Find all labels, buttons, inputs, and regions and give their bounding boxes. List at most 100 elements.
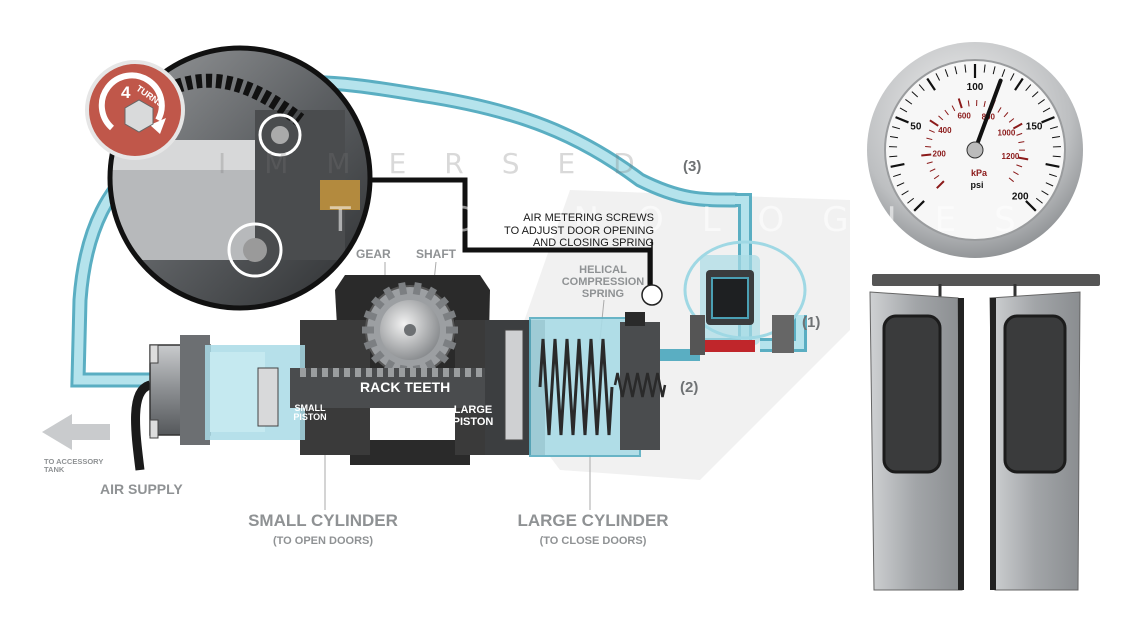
rack-tooth — [322, 368, 328, 377]
gauge-kpa-tick — [944, 109, 949, 116]
gauge-tick — [1052, 155, 1061, 158]
port-1-label: (1) — [802, 314, 821, 331]
rack-tooth — [355, 368, 361, 377]
gauge-tick — [911, 91, 919, 98]
to-accessory-line-1: TO ACCESSORY — [44, 457, 104, 466]
helical-line-2: COMPRESSION — [561, 276, 645, 289]
gauge-kpa-tick — [997, 107, 1002, 113]
hex-nut-icon — [124, 99, 154, 133]
gauge-tick — [935, 73, 941, 81]
gauge-tick — [1037, 99, 1045, 105]
gauge-kpa-tick — [1016, 132, 1023, 136]
to-accessory-label: TO ACCESSORY TANK — [44, 457, 104, 475]
gear-tooth — [424, 286, 438, 301]
rack-tooth — [432, 368, 438, 377]
gear-tooth — [398, 282, 408, 296]
gauge-tick — [899, 107, 908, 113]
gauge-kpa-label: 1200 — [1002, 152, 1020, 161]
gauge-tick — [918, 84, 925, 92]
gauge-tick — [1051, 136, 1061, 139]
rack-tooth — [399, 368, 405, 377]
gear-tooth — [363, 310, 378, 321]
gauge-kpa-unit: kPa — [971, 168, 988, 178]
air-supply-hose — [131, 380, 152, 471]
metering-valve — [641, 240, 807, 355]
gear-tooth — [370, 350, 385, 364]
rack-tooth — [377, 368, 383, 377]
gauge-kpa-tick — [983, 100, 986, 108]
small-cylinder — [149, 335, 305, 445]
large-piston-line-1: LARGE — [453, 404, 493, 416]
gauge-tick — [913, 200, 925, 212]
metering-line-3: AND CLOSING SPRING — [532, 237, 654, 250]
gear-tooth — [412, 282, 422, 296]
rack-teeth-label: RACK TEETH — [360, 379, 451, 395]
rack-tooth — [311, 368, 317, 377]
gauge-tick — [1025, 200, 1037, 212]
gauge-kpa-tick — [967, 100, 970, 107]
gauge-tick — [1049, 173, 1057, 178]
small-cylinder-label: SMALL CYLINDER — [248, 511, 398, 530]
port-2-label: (2) — [680, 379, 699, 396]
metering-line-1: AIR METERING SCREWS — [523, 212, 654, 224]
gauge-kpa-tick — [1018, 141, 1025, 144]
pressure-gauge: 5010015020020040060080010001200kPapsi — [867, 42, 1083, 258]
port-3-label: (3) — [683, 158, 702, 175]
gauge-kpa-tick — [936, 180, 945, 189]
small-piston-line-1: SMALL — [294, 403, 326, 413]
gauge-tick — [983, 64, 986, 73]
rack-tooth — [333, 368, 339, 377]
metering-screws-label: AIR METERING SCREWS TO ADJUST DOOR OPENI… — [498, 212, 654, 250]
gauge-tick — [1001, 69, 1006, 77]
gauge-kpa-tick — [1012, 122, 1023, 130]
rack-tooth — [300, 368, 306, 377]
rack-tooth — [366, 368, 372, 377]
gauge-tick — [1041, 116, 1055, 124]
small-cylinder-sublabel: (TO OPEN DOORS) — [272, 535, 374, 547]
large-piston-label: LARGE PISTON — [445, 404, 501, 428]
rack-tooth — [421, 368, 427, 377]
rack-tooth — [344, 368, 350, 377]
gear-tooth — [370, 296, 385, 310]
to-accessory-line-2: TANK — [44, 465, 65, 475]
rack-tooth — [443, 368, 449, 377]
gauge-kpa-label: 200 — [933, 150, 947, 159]
gauge-kpa-tick — [921, 153, 932, 157]
helical-line-3: SPRING — [581, 288, 625, 301]
gauge-tick — [901, 190, 909, 196]
gauge-psi-label: 200 — [1012, 191, 1029, 202]
gauge-psi-label: 100 — [967, 82, 984, 93]
gauge-tick — [907, 197, 915, 204]
gauge-kpa-tick — [926, 137, 933, 141]
gear-tooth — [442, 310, 457, 321]
gauge-kpa-tick — [951, 105, 956, 112]
gauge-tick — [1031, 91, 1039, 98]
gauge-tick — [889, 155, 898, 158]
gauge-tick — [1042, 107, 1051, 113]
helical-spring-label: HELICAL COMPRESSION SPRING — [548, 264, 658, 300]
gauge-tick — [944, 69, 949, 77]
gauge-kpa-tick — [1008, 118, 1015, 123]
gear-tooth — [442, 339, 457, 350]
gauge-tick — [926, 77, 936, 91]
large-cylinder-sublabel: (TO CLOSE DOORS) — [539, 535, 647, 547]
rack-tooth — [465, 368, 471, 377]
gauge-psi-label: 150 — [1026, 122, 1043, 133]
gauge-tick — [896, 182, 905, 187]
gauge-kpa-tick — [928, 129, 935, 133]
small-piston-line-2: PISTON — [293, 412, 327, 423]
gauge-tick — [1025, 84, 1032, 92]
turns-number: 4 — [121, 83, 131, 102]
gauge-tick — [954, 66, 958, 75]
gauge-kpa-tick — [933, 174, 940, 180]
large-cylinder — [485, 312, 667, 457]
gauge-kpa-label: 400 — [938, 126, 952, 135]
gauge-tick — [1045, 182, 1054, 187]
gauge-tick — [1041, 190, 1049, 196]
large-piston-line-2: PISTON — [452, 415, 494, 428]
gauge-kpa-tick — [1016, 164, 1023, 168]
gauge-kpa-tick — [1008, 177, 1014, 183]
air-supply-label: AIR SUPPLY — [100, 481, 183, 497]
